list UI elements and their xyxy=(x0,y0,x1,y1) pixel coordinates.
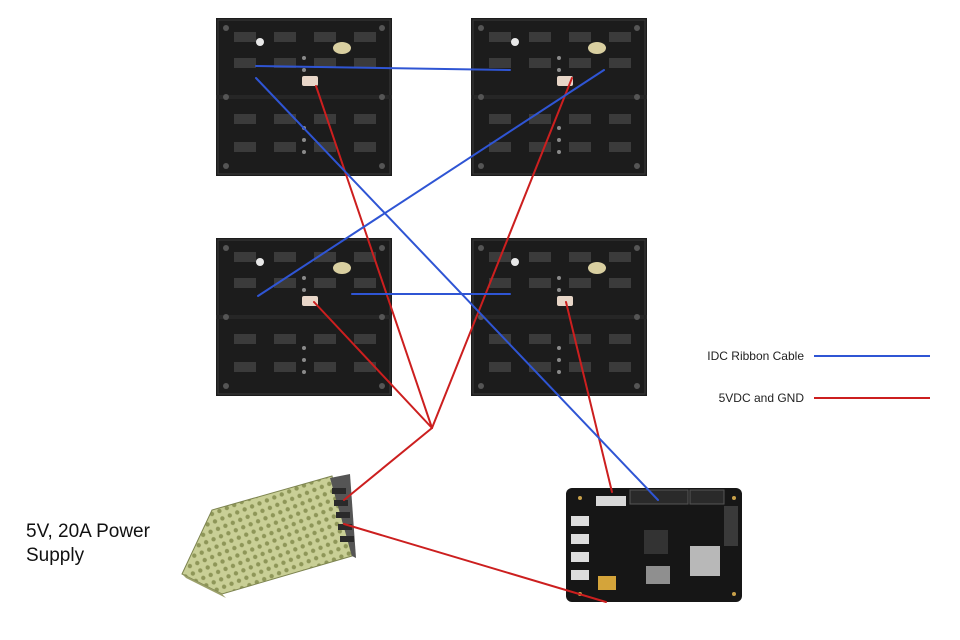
led-panel-bottom-right xyxy=(470,237,648,397)
ribbon-top-left-to-controller xyxy=(255,77,659,501)
power-wire-top-right xyxy=(431,77,573,429)
power-wire-top-left xyxy=(315,85,433,429)
ribbon-top-horizontal xyxy=(255,65,511,71)
power-wire-bottom-left xyxy=(313,301,433,429)
legend-label-power: 5VDC and GND xyxy=(718,391,804,405)
led-panel-bottom-left xyxy=(215,237,393,397)
controller-board xyxy=(566,488,742,602)
power-wire-bottom-right xyxy=(565,301,613,493)
legend-label-ribbon: IDC Ribbon Cable xyxy=(707,349,804,363)
power-wire-psu-junction xyxy=(343,427,433,501)
ribbon-top-right-to-bottom-left xyxy=(257,69,605,297)
led-panel-top-right xyxy=(470,17,648,177)
power-supply-label: 5V, 20A Power Supply xyxy=(26,521,150,566)
led-panel-top-left xyxy=(215,17,393,177)
power-supply-unit xyxy=(181,474,356,598)
power-wire-psu-controller xyxy=(343,523,607,603)
power-wires xyxy=(313,77,613,603)
ribbon-cables xyxy=(255,65,659,501)
